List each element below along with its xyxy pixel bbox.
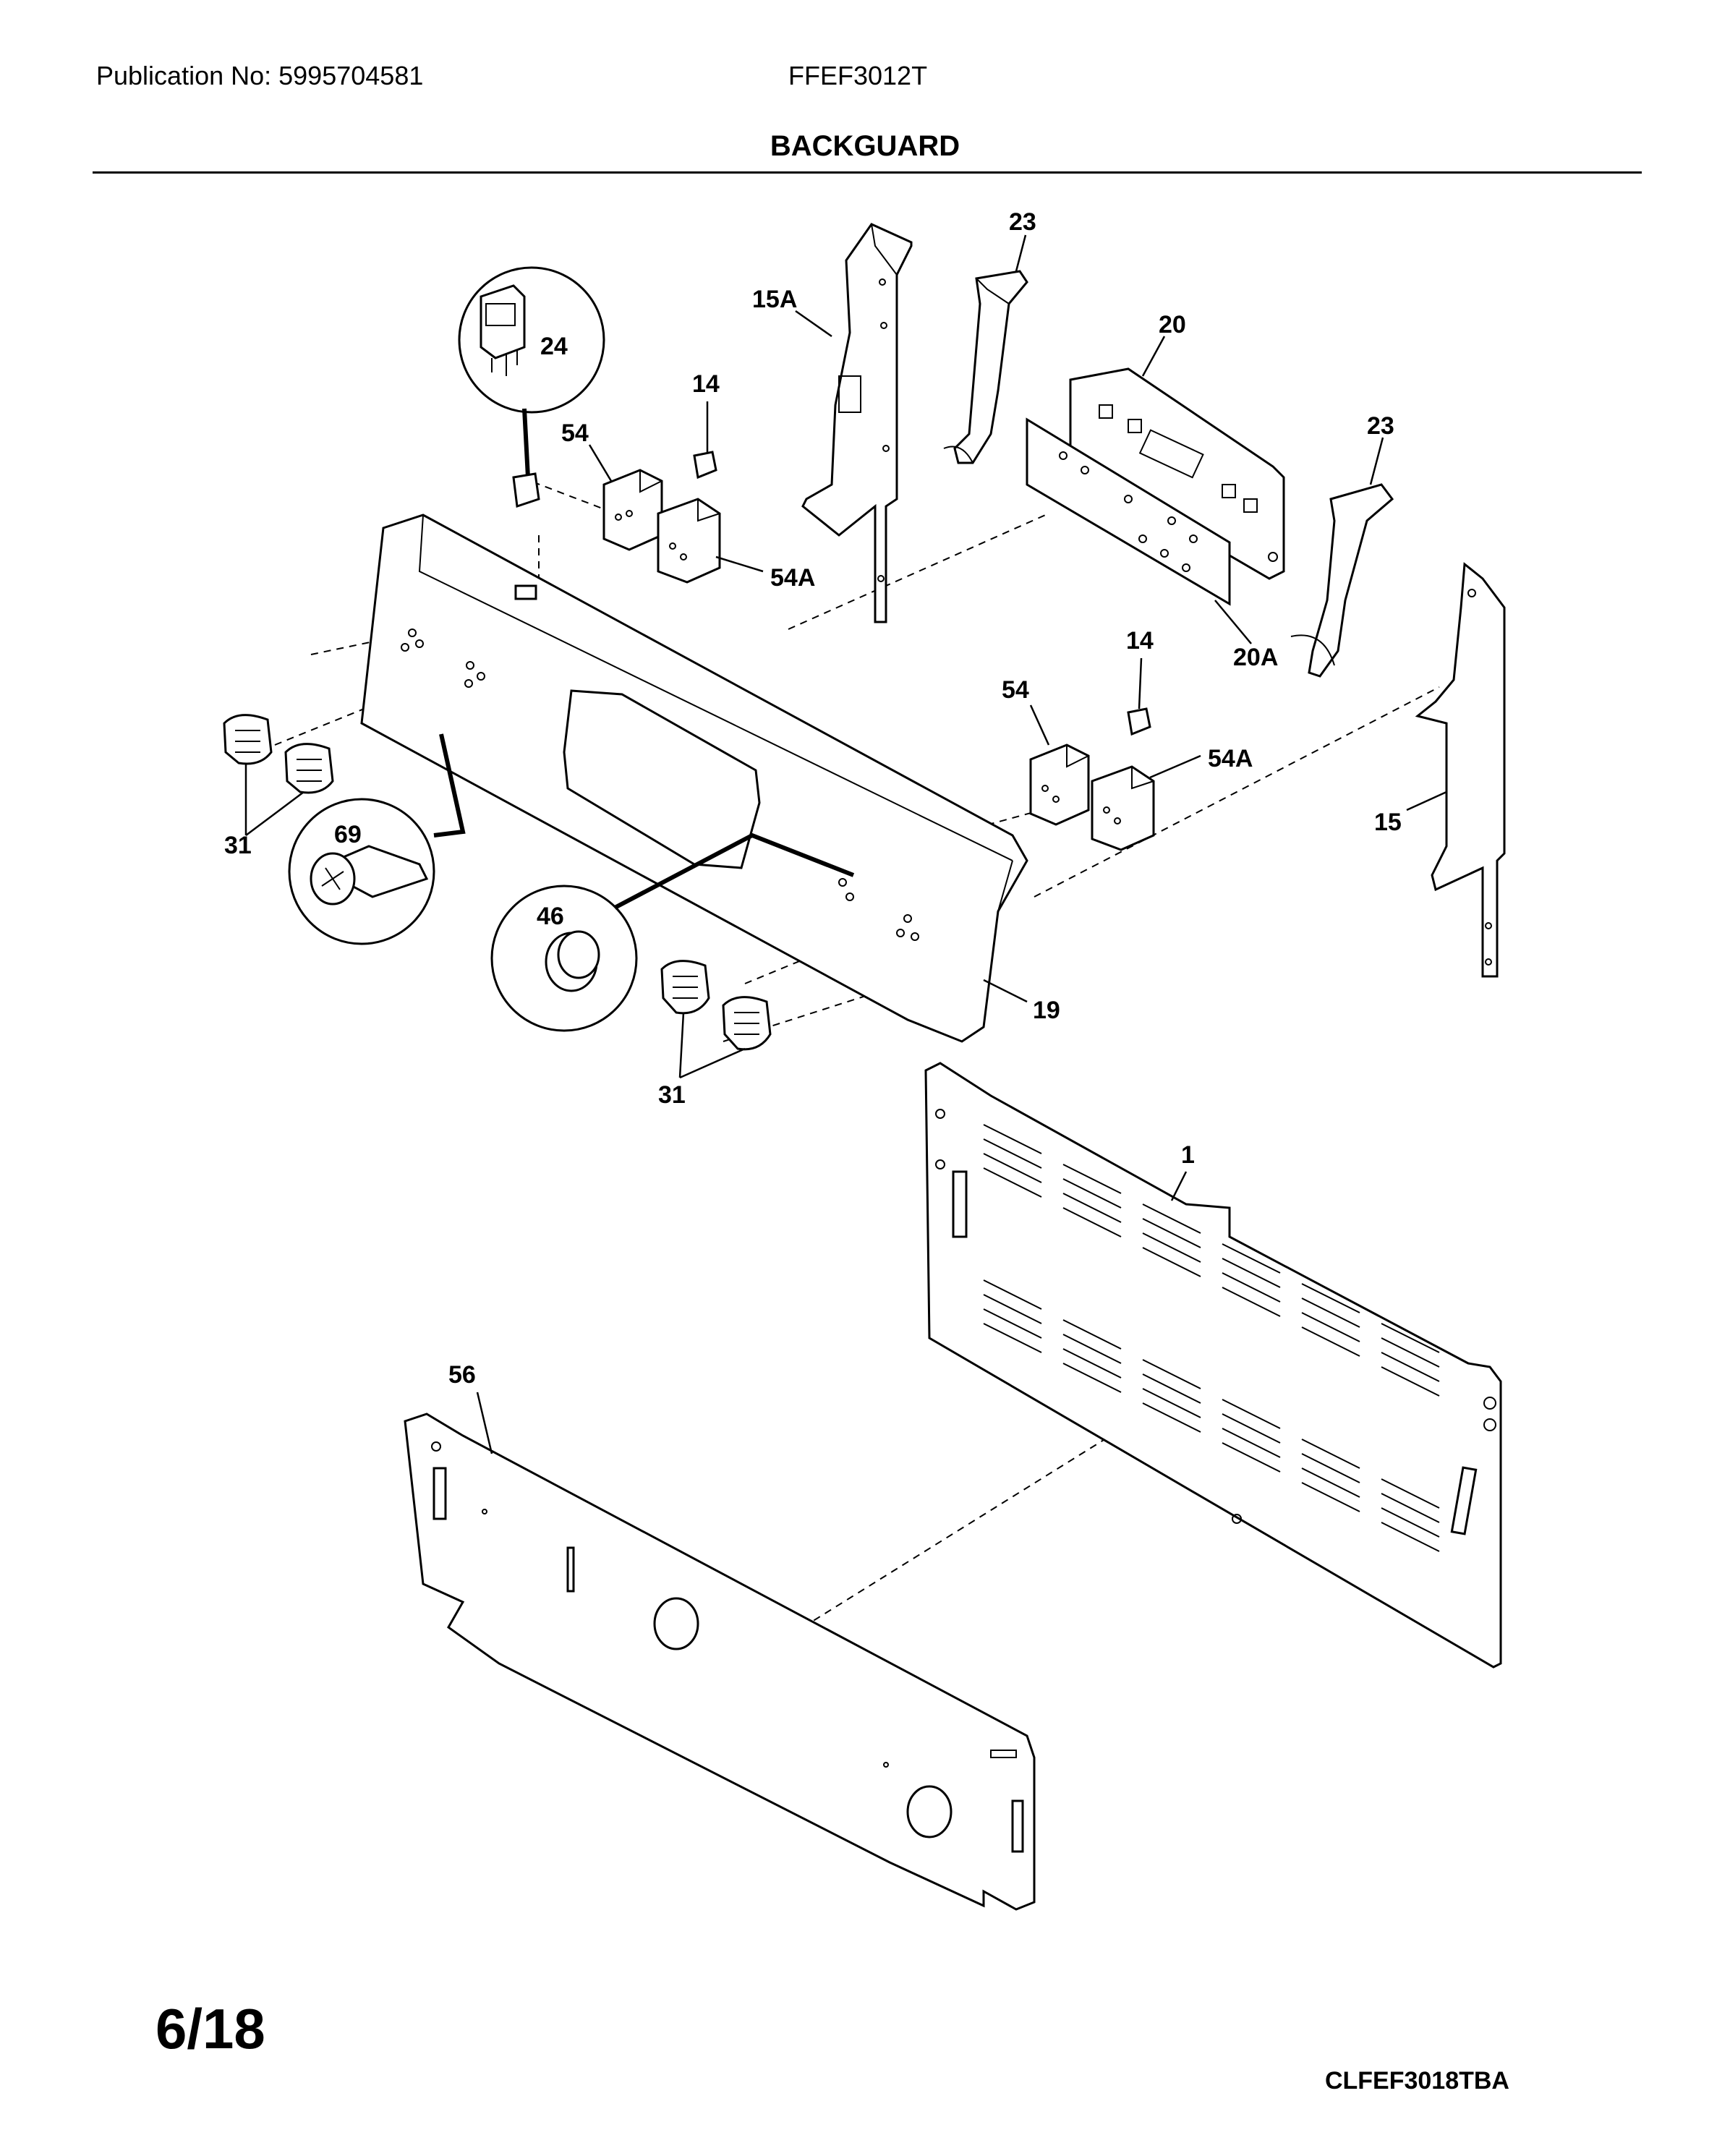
part-54a-infinite-switch-upper bbox=[657, 498, 721, 584]
part-23-hinge-right bbox=[1290, 483, 1394, 678]
callout-23-upper: 23 bbox=[1009, 208, 1036, 236]
callout-20a: 20A bbox=[1233, 644, 1278, 671]
part-46-push-button bbox=[490, 832, 855, 1032]
page-title: BACKGUARD bbox=[770, 130, 960, 162]
callout-56: 56 bbox=[448, 1361, 476, 1389]
header-rule bbox=[93, 171, 1642, 174]
part-24-rocker-switch bbox=[458, 266, 605, 508]
callout-24: 24 bbox=[540, 333, 568, 360]
part-31-knobs-left bbox=[223, 714, 334, 794]
callout-14-upper: 14 bbox=[692, 370, 720, 398]
part-15-bracket bbox=[1415, 562, 1506, 978]
part-23-hinge-left bbox=[943, 270, 1028, 464]
part-15a-bracket bbox=[801, 223, 913, 623]
callout-15: 15 bbox=[1374, 809, 1402, 836]
part-19-backguard-panel bbox=[360, 514, 1028, 1043]
callout-20: 20 bbox=[1159, 311, 1186, 338]
model-number: FFEF3012T bbox=[788, 61, 928, 90]
callout-1: 1 bbox=[1181, 1141, 1195, 1169]
document-code: CLFEF3018TBA bbox=[1324, 2067, 1509, 2095]
callout-54-lower: 54 bbox=[1002, 676, 1029, 704]
part-31-knobs-center bbox=[660, 960, 772, 1051]
part-20a-overlay bbox=[1026, 417, 1231, 606]
part-14-indicator-light-upper bbox=[693, 451, 717, 480]
callout-54-upper: 54 bbox=[561, 419, 589, 447]
part-54-infinite-switch-upper bbox=[602, 469, 663, 551]
part-69-screw bbox=[288, 733, 466, 945]
callout-69: 69 bbox=[334, 821, 362, 848]
part-54a-infinite-switch-lower bbox=[1091, 765, 1155, 851]
callout-54a-upper: 54A bbox=[770, 564, 815, 592]
callout-23-right: 23 bbox=[1367, 412, 1394, 440]
page-number: 6/18 bbox=[155, 1997, 265, 2061]
callout-15a: 15A bbox=[752, 286, 797, 313]
part-56-lower-panel bbox=[404, 1413, 1036, 1911]
vent-slots bbox=[983, 1124, 1440, 1552]
callout-31-center: 31 bbox=[658, 1081, 686, 1109]
part-1-rear-panel bbox=[924, 1062, 1502, 1669]
callout-54a-lower: 54A bbox=[1208, 745, 1253, 772]
callout-14-lower: 14 bbox=[1126, 627, 1154, 655]
publication-number: Publication No: 5995704581 bbox=[96, 61, 424, 90]
part-14-indicator-light-lower bbox=[1127, 707, 1151, 736]
callout-46: 46 bbox=[537, 903, 564, 930]
callout-31-left: 31 bbox=[224, 832, 252, 859]
part-54-infinite-switch-lower bbox=[1029, 743, 1090, 826]
callout-labels: 23 15A 20 24 14 54 54A 23 20A 14 54 54A … bbox=[224, 208, 1402, 1389]
leader-lines bbox=[244, 234, 1447, 1454]
callout-19: 19 bbox=[1033, 997, 1060, 1024]
